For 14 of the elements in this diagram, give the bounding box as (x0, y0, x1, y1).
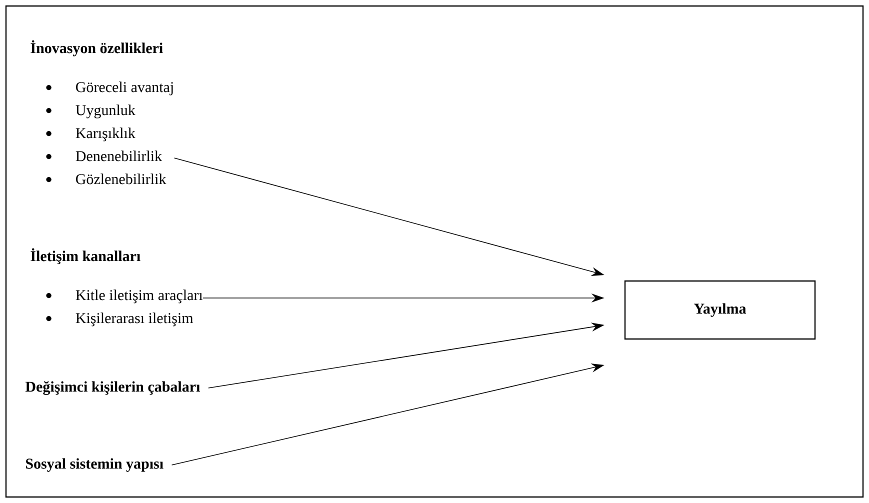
node-label: Göreceli avantaj (76, 82, 173, 96)
factor-label: Değişimci kişilerin çabaları (25, 381, 200, 395)
node-label: İletişim kanalları (30, 248, 140, 264)
bullet-list: İletişim kanalları Kitle iletişim araçları Kişilerarası iletişim (30, 248, 203, 326)
node-label: Denenebilirlik (76, 150, 162, 162)
node-label: Gözlenebilirlik (76, 174, 166, 184)
node-label: Uygunluk (76, 104, 136, 118)
factor-label: Sosyal sistemin yapısı (26, 458, 164, 472)
node-label: Kitle iletişim araçları (76, 290, 203, 304)
node-label: İnovasyon özellikleri (30, 40, 163, 56)
bullet-list: İnovasyon özellikleri Göreceli avantaj Uygunluk Karışıklık Denenebilirlik Gözlenebilirlik (30, 40, 173, 184)
node-label: Karışıklık (76, 128, 136, 142)
node-label: Kişilerarası iletişim (76, 312, 194, 326)
process-box: Yayılma (624, 280, 816, 340)
